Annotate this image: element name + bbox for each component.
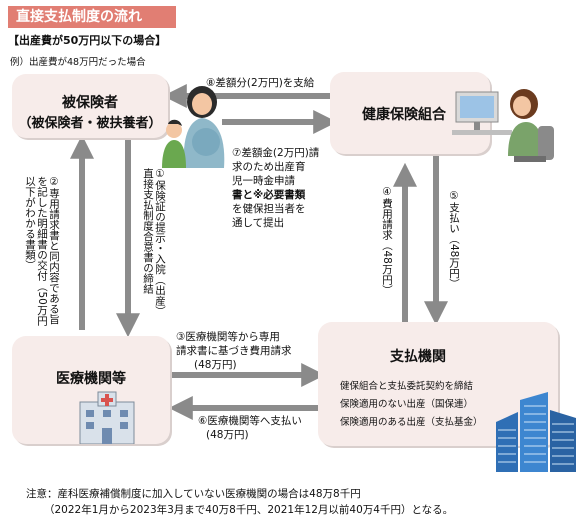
step-6-line: ⑥医療機関等へ支払い: [198, 415, 302, 427]
payer-detail-2: 保険適用のない出産（国保連）: [340, 399, 474, 410]
insured-title: 被保険者 （被保険者・被扶養者）: [12, 92, 168, 131]
step-5-label: ⑤支払い（48万円）: [448, 190, 460, 289]
step-3-line: 請求書に基づき費用請求: [176, 345, 292, 357]
step-3-line: ③医療機関等から専用: [176, 331, 280, 343]
step-7-line: ⑦差額金(2万円)請: [232, 147, 320, 159]
step-7-line: 児一時金申請: [232, 175, 295, 187]
payer-detail-3: 保険適用のある出産（支払基金）: [340, 417, 483, 428]
step-7-line: 求のため出産育: [232, 161, 306, 173]
insured-box: [12, 74, 168, 138]
payer-detail-1: 健保組合と支払委託契約を締結: [340, 381, 474, 392]
footnote-line-1: 注意：産科医療補償制度に加入していない医療機関の場合は48万8千円: [26, 488, 361, 500]
payer-title: 支払機関: [390, 349, 446, 365]
subtitle: 【出産費が50万円以下の場合】: [8, 34, 167, 47]
step-7-line: 通して提出: [232, 217, 285, 229]
hospital-title: 医療機関等: [56, 371, 126, 387]
step-7-line: を健保担当者を: [232, 203, 306, 215]
step-2-label: ②専用請求書と同内容である旨を記した明細書の交付（50万円以下がわかる書類）: [24, 176, 60, 326]
union-title: 健康保険組合: [362, 107, 446, 123]
office-worker-illustration: [452, 89, 554, 162]
step-3-label: ③医療機関等から専用 請求書に基づき費用請求 (48万円): [176, 330, 292, 372]
insured-line2: （被保険者・被扶養者）: [18, 116, 162, 131]
insured-line1: 被保険者: [62, 95, 118, 111]
mother-child-illustration: [162, 86, 225, 168]
page-title: 直接支払制度の流れ: [8, 6, 176, 28]
step-4-label: ④費用請求（48万円）: [381, 186, 393, 296]
step-6-line: (48万円): [206, 429, 249, 441]
hospital-building-icon: [79, 391, 135, 444]
step-8-label: ⑧差額分(2万円)を支給: [206, 77, 315, 89]
footnote-line-2: （2022年1月から2023年3月まで40万8千円、2021年12月以前40万4…: [44, 504, 454, 516]
step-3-line: (48万円): [194, 359, 237, 371]
step-1-label: ①保険証の提示・入院（出産）直接支払制度合意書の締結: [142, 168, 166, 317]
step-7-line: 書と※必要書類: [232, 189, 306, 201]
step-7-label: ⑦差額金(2万円)請 求のため出産育 児一時金申請 書と※必要書類 を健保担当者…: [232, 146, 319, 230]
example-note: 例）出産費が48万円だった場合: [10, 57, 146, 68]
step-6-label: ⑥医療機関等へ支払い (48万円): [198, 414, 302, 442]
office-buildings-icon: [496, 392, 576, 472]
